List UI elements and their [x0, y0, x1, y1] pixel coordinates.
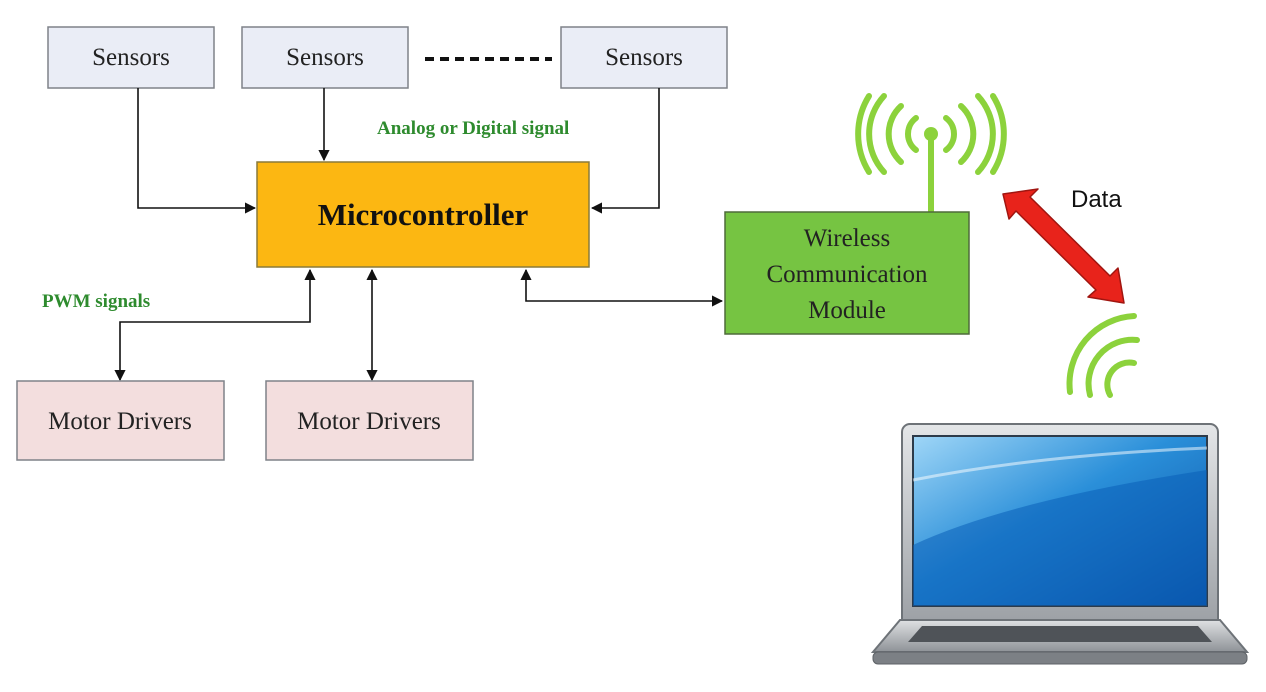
motor1-arrow — [114, 268, 316, 382]
sensor-label: Sensors — [286, 44, 364, 71]
sensor-label: Sensors — [605, 44, 683, 71]
pwm-label: PWM signals — [42, 291, 150, 312]
motor-driver-box-2: Motor Drivers — [265, 380, 474, 461]
sensor-box-3: Sensors — [560, 26, 728, 89]
sensor1-arrow — [137, 88, 257, 214]
motor-driver-box-1: Motor Drivers — [16, 380, 225, 461]
motor-driver-label: Motor Drivers — [48, 408, 192, 435]
microcontroller-box: Microcontroller — [256, 161, 590, 268]
motor-driver-label: Motor Drivers — [297, 408, 441, 435]
wireless-module-box: Wireless Communication Module — [724, 211, 970, 335]
microcontroller-label: Microcontroller — [318, 197, 529, 232]
wireless-line1: Wireless — [804, 225, 890, 252]
data-double-arrow — [1002, 188, 1125, 304]
wireless-link-arrow — [520, 268, 724, 307]
wireless-line3: Module — [808, 297, 886, 324]
data-label: Data — [1071, 186, 1122, 213]
signal-label: Analog or Digital signal — [377, 118, 569, 139]
antenna-icon — [855, 93, 1007, 212]
wireless-line2: Communication — [766, 261, 928, 288]
laptop-icon — [870, 423, 1250, 665]
sensor3-arrow — [590, 88, 660, 214]
sensor-box-2: Sensors — [241, 26, 409, 89]
wifi-signal-icon — [1066, 313, 1140, 398]
sensor-box-1: Sensors — [47, 26, 215, 89]
sensor-label: Sensors — [92, 44, 170, 71]
